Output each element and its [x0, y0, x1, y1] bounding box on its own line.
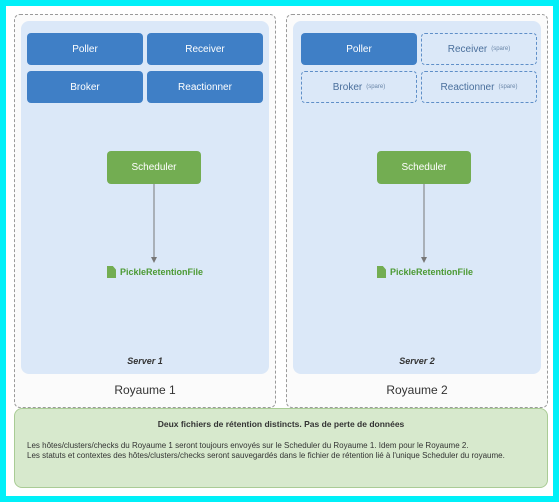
service-reactionner-spare: Reactionner(spare)	[421, 71, 537, 103]
server-1-box: Poller Receiver Broker Reactionner Sched…	[21, 21, 269, 374]
spare-tag: (spare)	[498, 84, 518, 90]
file-icon	[107, 266, 116, 278]
service-label: Receiver	[185, 43, 225, 55]
realm-2: Poller Receiver(spare) Broker(spare) Rea…	[286, 14, 548, 408]
note-title: Deux fichiers de rétention distincts. Pa…	[157, 419, 405, 429]
realm-label: Royaume 2	[386, 383, 448, 397]
note-line-2: Les statuts et contextes des hôtes/clust…	[27, 451, 505, 460]
retention-file-label: PickleRetentionFile	[120, 267, 204, 277]
file-icon	[377, 266, 386, 278]
service-receiver: Receiver	[147, 33, 263, 65]
service-label: Reactionner	[178, 81, 232, 93]
server-label: Server 1	[127, 356, 163, 366]
spare-tag: (spare)	[366, 84, 386, 90]
service-reactionner: Reactionner	[147, 71, 263, 103]
service-label: Broker	[70, 81, 100, 93]
server-2-box: Poller Receiver(spare) Broker(spare) Rea…	[293, 21, 541, 374]
service-label: Reactionner	[440, 81, 495, 93]
summary-note: Deux fichiers de rétention distincts. Pa…	[14, 408, 548, 488]
service-broker-spare: Broker(spare)	[301, 71, 417, 103]
scheduler-label: Scheduler	[131, 162, 177, 173]
server-label: Server 2	[399, 356, 435, 366]
scheduler-box: Scheduler	[377, 151, 471, 184]
service-label: Poller	[346, 43, 372, 55]
retention-file: PickleRetentionFile	[107, 265, 203, 279]
diagram-canvas: Poller Receiver Broker Reactionner Sched…	[6, 6, 553, 496]
realm-1: Poller Receiver Broker Reactionner Sched…	[14, 14, 276, 408]
service-label: Receiver	[447, 43, 488, 55]
service-label: Poller	[72, 43, 98, 55]
scheduler-to-file-arrow	[421, 184, 427, 263]
note-line-1: Les hôtes/clusters/checks du Royaume 1 s…	[27, 441, 469, 450]
service-label: Broker	[332, 81, 363, 93]
retention-file: PickleRetentionFile	[377, 265, 473, 279]
service-poller: Poller	[27, 33, 143, 65]
service-broker: Broker	[27, 71, 143, 103]
realm-label: Royaume 1	[114, 383, 176, 397]
service-receiver-spare: Receiver(spare)	[421, 33, 537, 65]
scheduler-label: Scheduler	[401, 162, 447, 173]
service-poller: Poller	[301, 33, 417, 65]
scheduler-to-file-arrow	[151, 184, 157, 263]
retention-file-label: PickleRetentionFile	[390, 267, 474, 277]
spare-tag: (spare)	[491, 46, 511, 52]
scheduler-box: Scheduler	[107, 151, 201, 184]
